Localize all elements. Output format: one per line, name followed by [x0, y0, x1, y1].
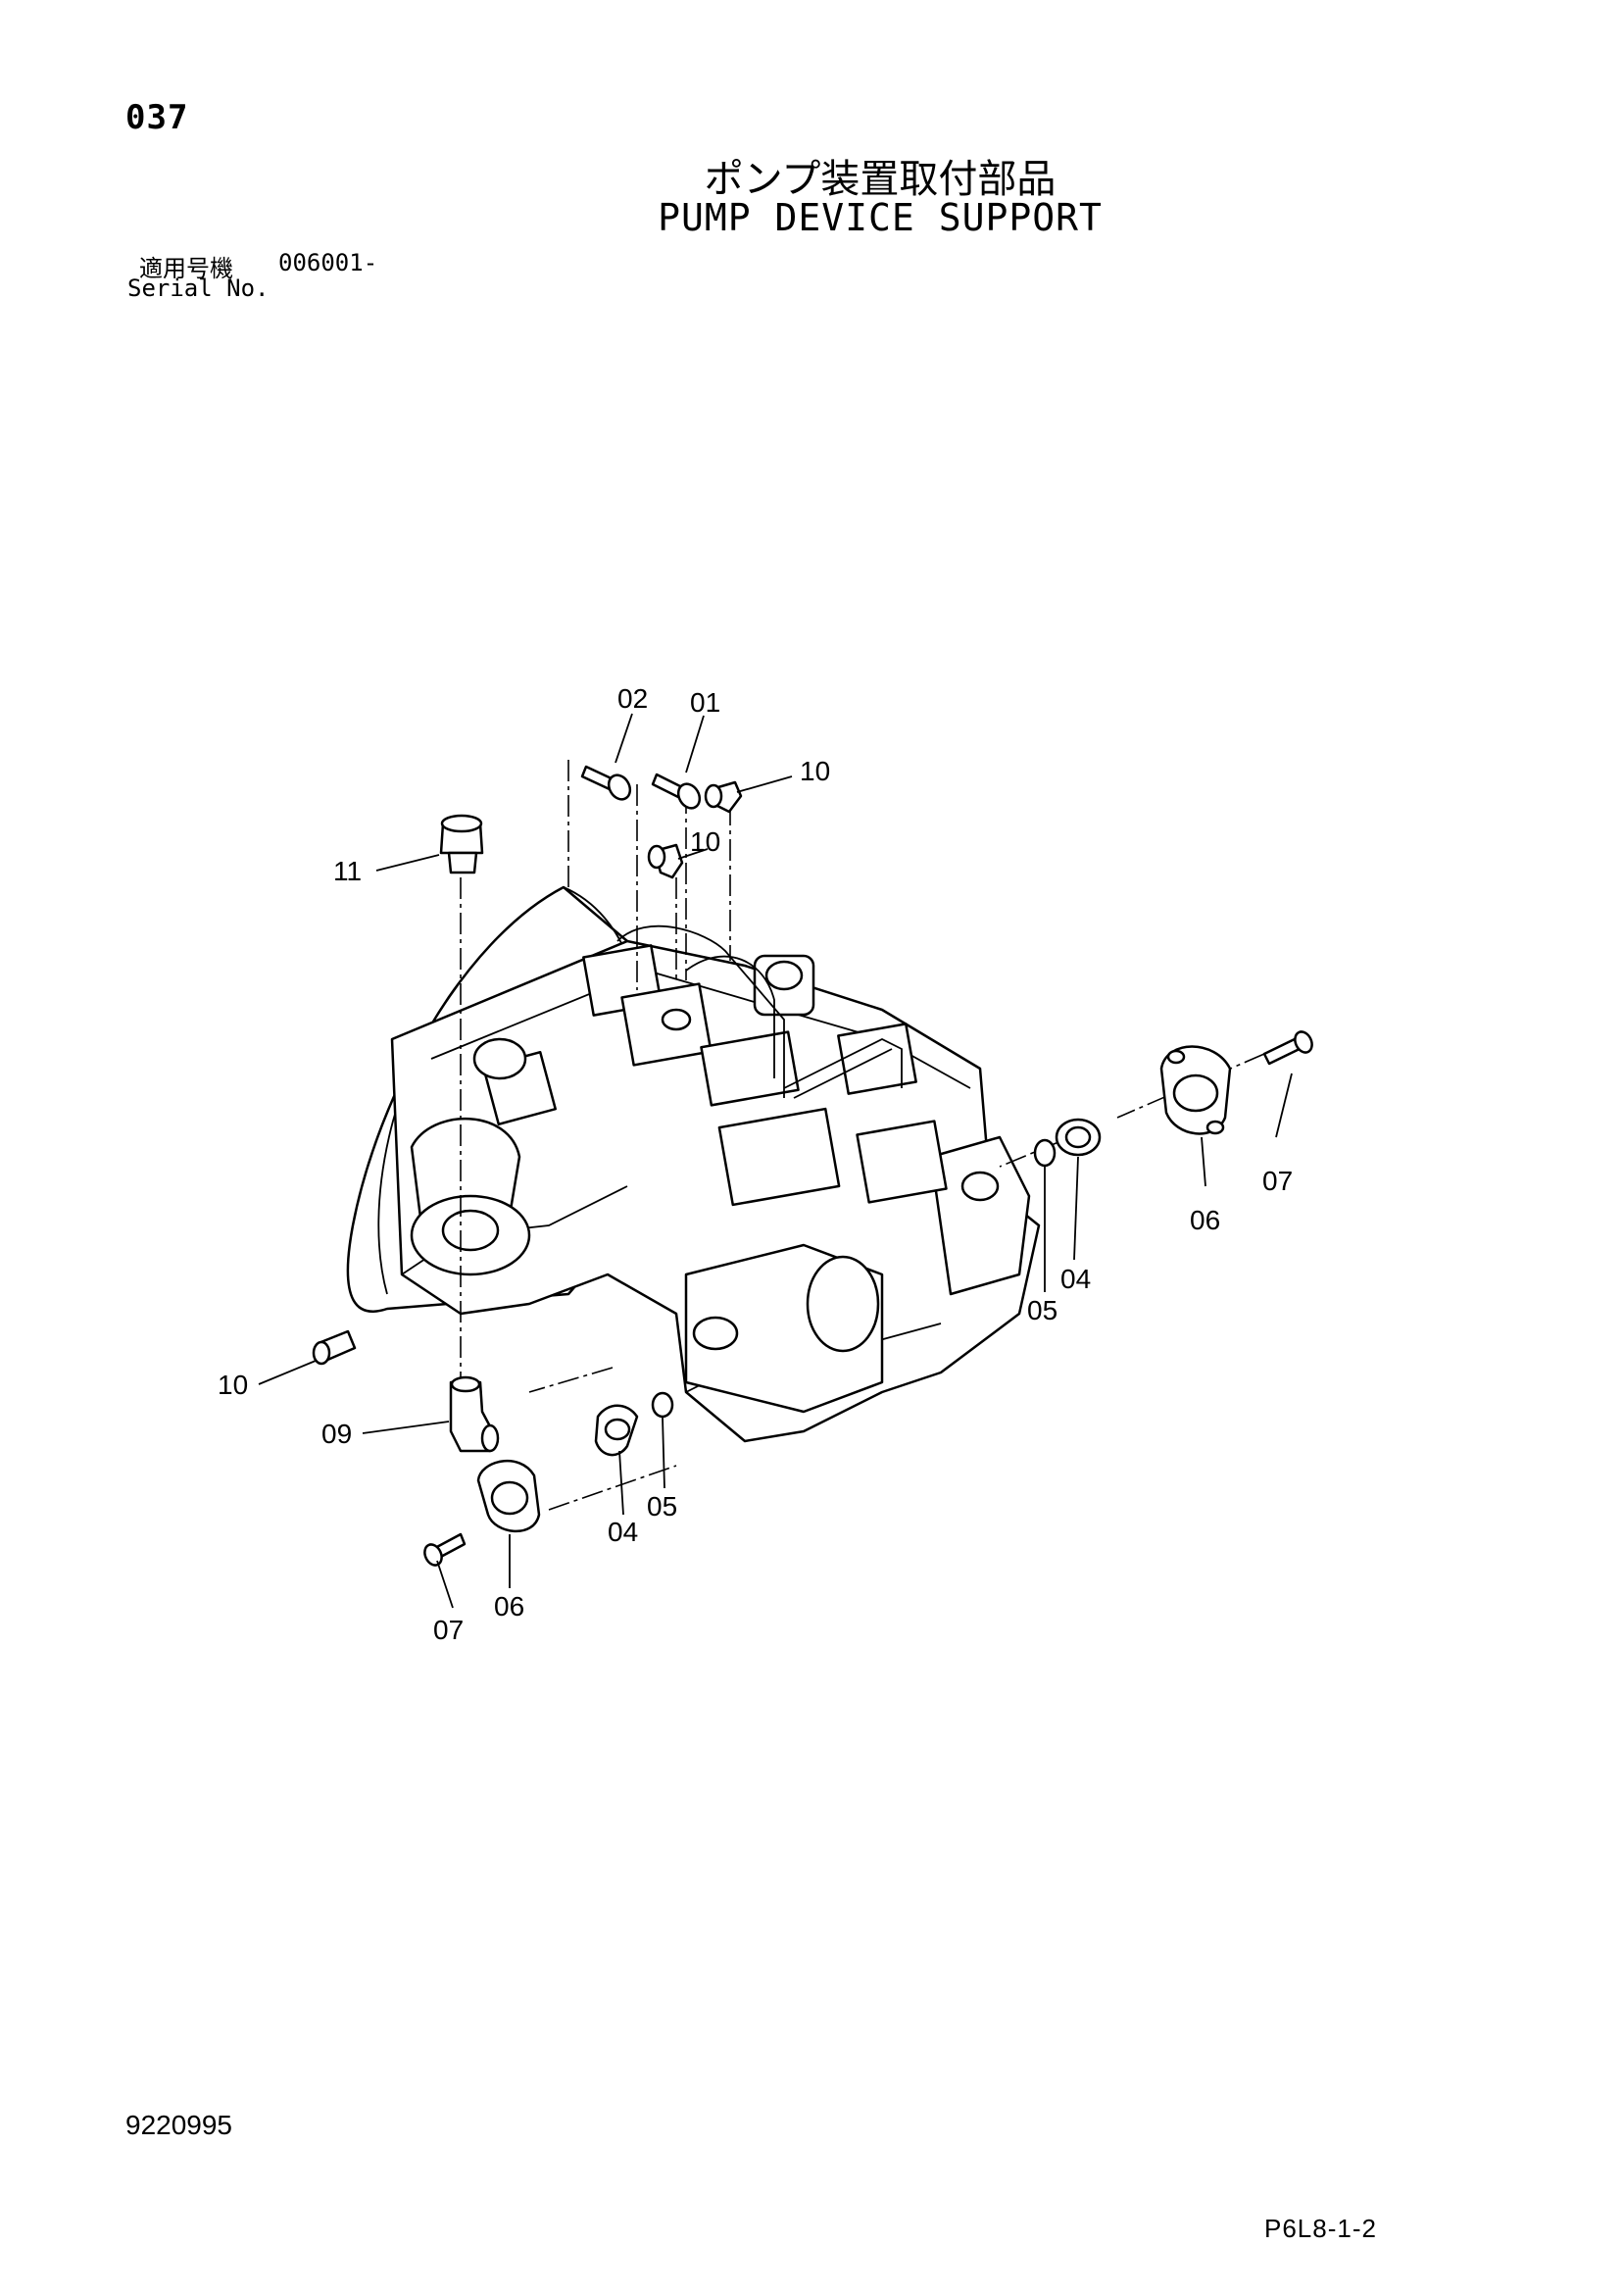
- assembly-center-lines: [460, 760, 1265, 1511]
- callout-07-right: 07: [1262, 1166, 1293, 1196]
- callout-04-right: 04: [1060, 1264, 1091, 1294]
- document-number: 9220995: [125, 2110, 233, 2140]
- page-title-japanese: ポンプ装置取付部品: [704, 157, 1057, 202]
- page-title-english: PUMP DEVICE SUPPORT: [658, 196, 1103, 239]
- bolt-part-07-bottom: [423, 1532, 467, 1567]
- callout-06-bottom: 06: [494, 1591, 524, 1622]
- elbow-part-09: [449, 1375, 500, 1453]
- serial-number-range: 006001-: [278, 249, 378, 276]
- serial-label-english: Serial No.: [127, 275, 270, 302]
- callout-07-bottom: 07: [433, 1615, 464, 1645]
- o-ring-part-05-bottom: [651, 1391, 674, 1419]
- page-number: 037: [125, 98, 189, 137]
- flange-adapter-part-04-bottom: [594, 1404, 639, 1457]
- callout-05-right: 05: [1027, 1295, 1057, 1325]
- elbow-fitting-part-10-left: [312, 1329, 357, 1366]
- elbow-fitting-part-10-top: [704, 780, 743, 814]
- serial-label-japanese: 適用号機: [139, 255, 233, 282]
- elbow-fitting-part-10-middle: [647, 843, 684, 879]
- bolt-part-07-right: [1262, 1030, 1313, 1066]
- callout-10-top-right: 10: [800, 756, 830, 786]
- callout-09: 09: [321, 1419, 352, 1449]
- callout-11: 11: [333, 856, 362, 886]
- split-flange-part-06-bottom: [476, 1459, 541, 1533]
- callout-10-left: 10: [218, 1370, 248, 1400]
- split-flange-part-06-right: [1159, 1045, 1232, 1135]
- flange-adapter-part-04-right: [1055, 1118, 1102, 1157]
- o-ring-part-05-right: [1033, 1138, 1057, 1168]
- callout-01: 01: [690, 687, 720, 718]
- regulator-assemblies: [582, 924, 948, 1207]
- callout-leader-lines: [258, 713, 1293, 1609]
- bolt-part-01: [651, 773, 702, 810]
- callout-06-right: 06: [1190, 1205, 1220, 1235]
- callout-04-bottom: 04: [608, 1517, 638, 1547]
- page-code: P6L8-1-2: [1264, 2214, 1377, 2243]
- callout-05-bottom: 05: [647, 1491, 677, 1522]
- callout-10-middle: 10: [690, 826, 720, 857]
- plug-part-11: [439, 814, 484, 874]
- callout-02: 02: [617, 683, 648, 714]
- bolt-part-02: [580, 765, 632, 801]
- main-pump-body: [390, 939, 1041, 1443]
